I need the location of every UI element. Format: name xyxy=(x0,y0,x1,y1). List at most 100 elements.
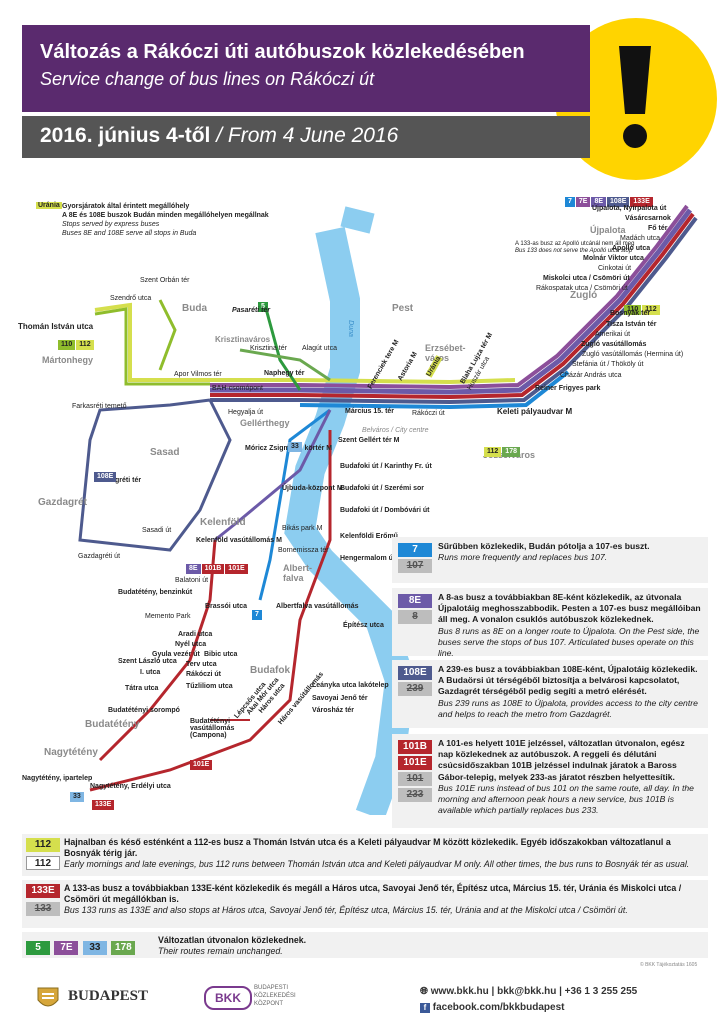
stop-pasareti: Pasaréti tér xyxy=(232,307,271,314)
legend-note-en: Buses 8E and 108E serve all stops in Bud… xyxy=(62,230,197,237)
stop-krisztina-ter: Krisztina tér xyxy=(250,345,287,352)
pasareti-chip: 5 xyxy=(258,295,269,313)
stop-bikas: Bikás park M xyxy=(282,525,323,532)
stop-molnar: Molnár Viktor utca xyxy=(583,255,644,262)
district-krisztinavaros: Krisztinaváros xyxy=(215,335,271,344)
stop-cinkotai: Cinkotai út xyxy=(598,265,632,272)
district-nagyteteny: Nagytétény xyxy=(44,747,98,758)
chip-178-keleti: 178 xyxy=(502,447,520,457)
stop-tisza: Tisza István tér xyxy=(606,321,657,328)
district-budateteny: Budatétény xyxy=(85,719,140,730)
chip-108e-gazdagret: 108E xyxy=(94,472,117,482)
district-erzsebetvaros: Erzsébet- város xyxy=(425,343,466,363)
stop-szent-gellert: Szent Gellért tér M xyxy=(338,437,400,444)
info-7-hu: Sűrűbben közlekedik, Budán pótolja a 107… xyxy=(438,541,650,551)
stop-naphegy: Naphegy tér xyxy=(264,370,305,377)
stop-balatoni: Balatoni út xyxy=(175,577,209,584)
stop-hegyalja: Hegyalja út xyxy=(228,409,264,416)
route-5-badge: 5 xyxy=(26,941,50,955)
stop-terv: Terv utca xyxy=(186,661,217,668)
route-133e-chip: 133E xyxy=(630,197,653,207)
stop-nagyteteny-erdelyi: Nagytétény, Erdélyi utca xyxy=(90,783,171,790)
stop-sasadi: Sasadi út xyxy=(142,527,172,534)
chip-101b-kelenfold: 101B xyxy=(201,564,225,574)
legend-note-hu: A 8E és 108E buszok Budán minden megálló… xyxy=(62,212,269,219)
legend-sample-station: Uránia xyxy=(36,202,62,209)
bottom-box-133: 133E 133 A 133-as busz a továbbiakban 13… xyxy=(22,880,708,928)
stop-thoman: Thomán István utca xyxy=(18,322,94,331)
title-en: Service change of bus lines on Rákóczi ú… xyxy=(40,69,375,89)
bottom-133-hu: A 133-as busz a továbbiakban 133E-ként k… xyxy=(64,883,682,905)
facebook-text[interactable]: f facebook.com/bkkbudapest xyxy=(420,1002,564,1013)
stop-aradi: Aradi utca xyxy=(178,631,213,638)
stop-savoyai: Savoyai Jenő tér xyxy=(312,695,368,702)
chip-8e-kelenfold: 8E xyxy=(186,564,201,574)
info-8e-en: Bus 8 runs as 8E on a longer route to Új… xyxy=(438,625,700,659)
date-hu: 2016. június 4-től xyxy=(40,124,211,147)
unchanged-en: Their routes remain unchanged. xyxy=(158,946,283,957)
stop-szent-laszlo: Szent László utca xyxy=(118,658,177,665)
stop-gazdagreti-ut: Gazdagréti út xyxy=(78,553,121,560)
route-133-badge: 133 xyxy=(26,902,60,916)
legend-stop-en: Stops served by express buses xyxy=(62,221,160,228)
stop-campona: Budatétényi vasútállomás (Campona) xyxy=(190,718,235,739)
route-7e-badge: 7E xyxy=(54,941,79,955)
stop-memento: Memento Park xyxy=(145,613,191,620)
stop-rakoczi-u: Rákóczi út xyxy=(186,671,222,678)
stop-kelenfoldi-eromu: Kelenföldi Erőmű xyxy=(340,533,398,540)
date-text: 2016. június 4-től / From 4 June 2016 xyxy=(40,124,398,148)
chip-101e-kelenfold: 101E xyxy=(225,564,248,574)
stop-szendro: Szendrő utca xyxy=(110,295,152,302)
facebook-icon: f xyxy=(420,1003,430,1013)
line-7 xyxy=(299,370,570,410)
stop-marcius: Március 15. tér xyxy=(345,408,395,415)
stop-tuzliliom: Tűzliliom utca xyxy=(186,683,233,690)
line-110 xyxy=(94,307,210,386)
footer: BUDAPEST BKK BUDAPESTI KÖZLEKEDÉSI KÖZPO… xyxy=(0,970,724,1024)
stop-albertfalva-vasut: Albertfalva vasútállomás xyxy=(276,603,359,610)
district-belvaros: Belváros / City centre xyxy=(362,427,429,434)
danube-river xyxy=(284,226,416,815)
info-108e-en: Bus 239 runs as 108E to Újpalota, provid… xyxy=(438,697,698,719)
title-hu: Változás a Rákóczi úti autóbuszok közlek… xyxy=(40,41,525,63)
river-duna: Duna xyxy=(346,320,354,337)
info-101-hu: A 101-es helyett 101E jelzéssel, változa… xyxy=(438,738,685,782)
gazdagret-chip: 108E xyxy=(94,465,117,483)
stop-bosnyak: Bosnyák tér xyxy=(610,310,651,317)
stop-epitesz: Építész utca xyxy=(343,622,384,629)
stop-apor: Apor Vilmos tér xyxy=(174,371,222,378)
stop-nyel: Nyél utca xyxy=(175,641,207,648)
stop-ujbuda: Újbuda-központ M xyxy=(282,485,343,492)
route-101-badge: 101 xyxy=(398,772,432,786)
stop-i-utca: I. utca xyxy=(140,669,161,676)
stop-stefania: Stefánia út / Thököly út xyxy=(572,361,644,368)
stop-bah: BAH-csomópont xyxy=(212,385,263,392)
route-7-chip: 7 xyxy=(565,197,575,207)
budapest-logo-text: BUDAPEST xyxy=(68,988,149,1004)
header-title-box: Változás a Rákóczi úti autóbuszok közlek… xyxy=(22,25,590,112)
district-martonhegy: Mártonhegy xyxy=(42,355,94,365)
stop-benzinkut: Budatétény, benzinkút xyxy=(118,589,193,596)
district-gazdagret: Gazdagrét xyxy=(38,497,87,508)
stop-rakoczi-ut: Rákóczi út xyxy=(412,410,445,417)
bottom-133-en: Bus 133 runs as 133E and also stops at H… xyxy=(64,905,628,916)
district-budafok: Budafok xyxy=(250,665,290,676)
route-7e-chip: 7E xyxy=(575,197,591,207)
info-101-en: Bus 101E runs instead of bus 101 on the … xyxy=(438,782,694,816)
stop-sorompo: Budatétényi sorompó xyxy=(108,707,180,714)
contacts-text: 🌐︎ www.bkk.hu | bkk@bkk.hu | +36 1 3 255… xyxy=(420,986,638,997)
info-8e-hu: A 8-as busz a továbbiakban 8E-ként közle… xyxy=(438,592,701,625)
line-101e xyxy=(89,430,332,792)
stop-zuglo-vasut2: Zugló vasútállomás (Hermina út) xyxy=(582,351,684,358)
stop-budafoki-szeremi: Budafoki út / Szerémi sor xyxy=(340,485,425,492)
route-33-badge: 33 xyxy=(82,941,107,955)
stop-gazdagreti-ter: Gazdagréti tér xyxy=(94,477,142,484)
route-178-badge: 178 xyxy=(111,941,136,955)
chip-110-bosnyak: 110 xyxy=(624,305,642,315)
stop-nagyteteny-ipartelep: Nagytétény, ipartelep xyxy=(22,775,93,782)
route-108e-chip: 108E xyxy=(607,197,630,207)
stop-tatra: Tátra utca xyxy=(125,685,159,692)
